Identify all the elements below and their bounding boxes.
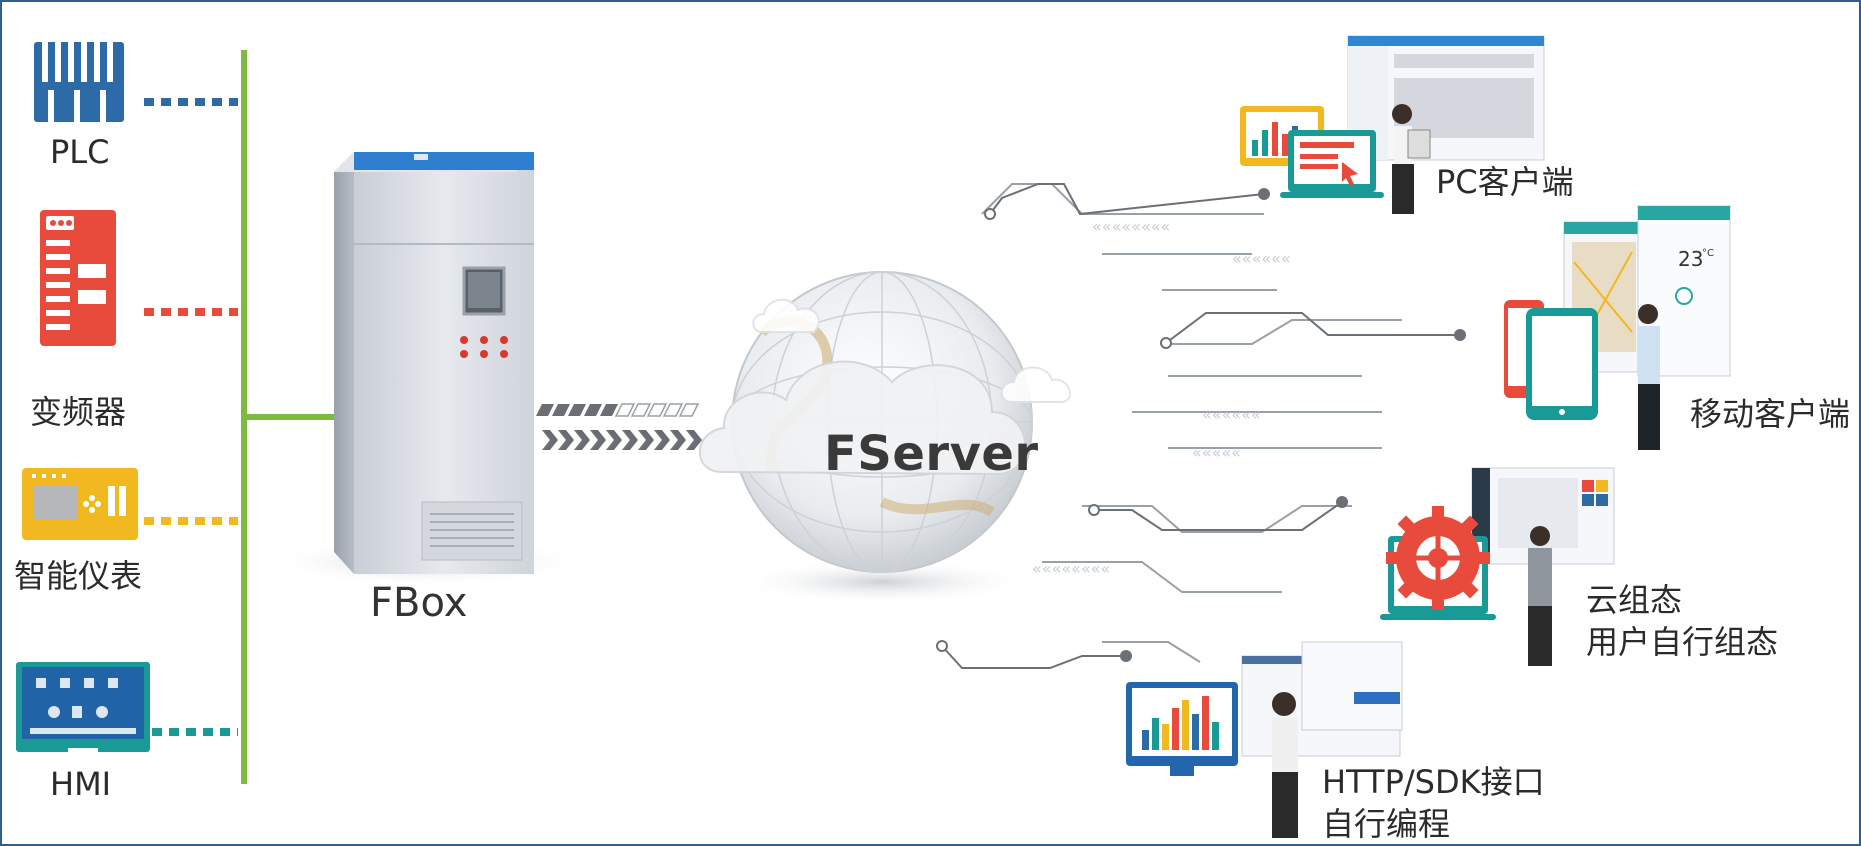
cloud-shape	[698, 360, 1026, 476]
http-sdk-illustration	[1126, 641, 1403, 838]
pc-client-illustration	[1240, 35, 1545, 214]
fserver-label: FServer	[824, 426, 1039, 482]
fbox-cabinet	[267, 152, 587, 586]
data-stream-arrows	[536, 403, 702, 450]
main-client-links	[941, 183, 1460, 669]
hmi-icon	[16, 662, 150, 752]
cloud-scada-illustration	[1380, 467, 1615, 666]
svg-text:««««««««: ««««««««	[1092, 217, 1170, 236]
mobile-temperature-unit: °C	[1702, 248, 1714, 259]
svg-text:««««««: ««««««	[1232, 249, 1291, 268]
hmi-label: HMI	[50, 765, 112, 803]
pc-client-label: PC客户端	[1436, 163, 1574, 201]
http-sdk-label-line1: HTTP/SDK接口	[1322, 763, 1545, 801]
gear-icon	[1386, 506, 1490, 610]
mobile-client-label: 移动客户端	[1690, 395, 1851, 433]
smart-meter-icon	[22, 468, 138, 540]
http-sdk-label-line2: 自行编程	[1322, 805, 1451, 843]
cloud-scada-label-line1: 云组态	[1586, 581, 1683, 619]
svg-text:««««««: ««««««	[1202, 405, 1261, 424]
smart-meter-label: 智能仪表	[14, 557, 143, 595]
mobile-temperature: 23	[1678, 247, 1703, 271]
trace-endpoints	[936, 208, 1172, 652]
mobile-client-illustration: 23 °C	[1504, 205, 1731, 450]
plc-icon	[34, 42, 124, 122]
inverter-icon	[40, 210, 116, 346]
svg-text:««««««««: ««««««««	[1032, 559, 1110, 578]
fbox-label: FBox	[370, 580, 468, 626]
trace-terminals	[1120, 188, 1466, 662]
plc-label: PLC	[50, 133, 110, 171]
inverter-label: 变频器	[30, 393, 127, 431]
circuit-traces	[981, 183, 1402, 663]
trace-chevrons: «««««««« «««««« «««««« ««««« ««««««««	[1032, 217, 1291, 578]
cloud-scada-label-line2: 用户自行组态	[1586, 623, 1779, 661]
small-clouds	[752, 299, 1072, 403]
svg-text:«««««: «««««	[1192, 443, 1241, 462]
